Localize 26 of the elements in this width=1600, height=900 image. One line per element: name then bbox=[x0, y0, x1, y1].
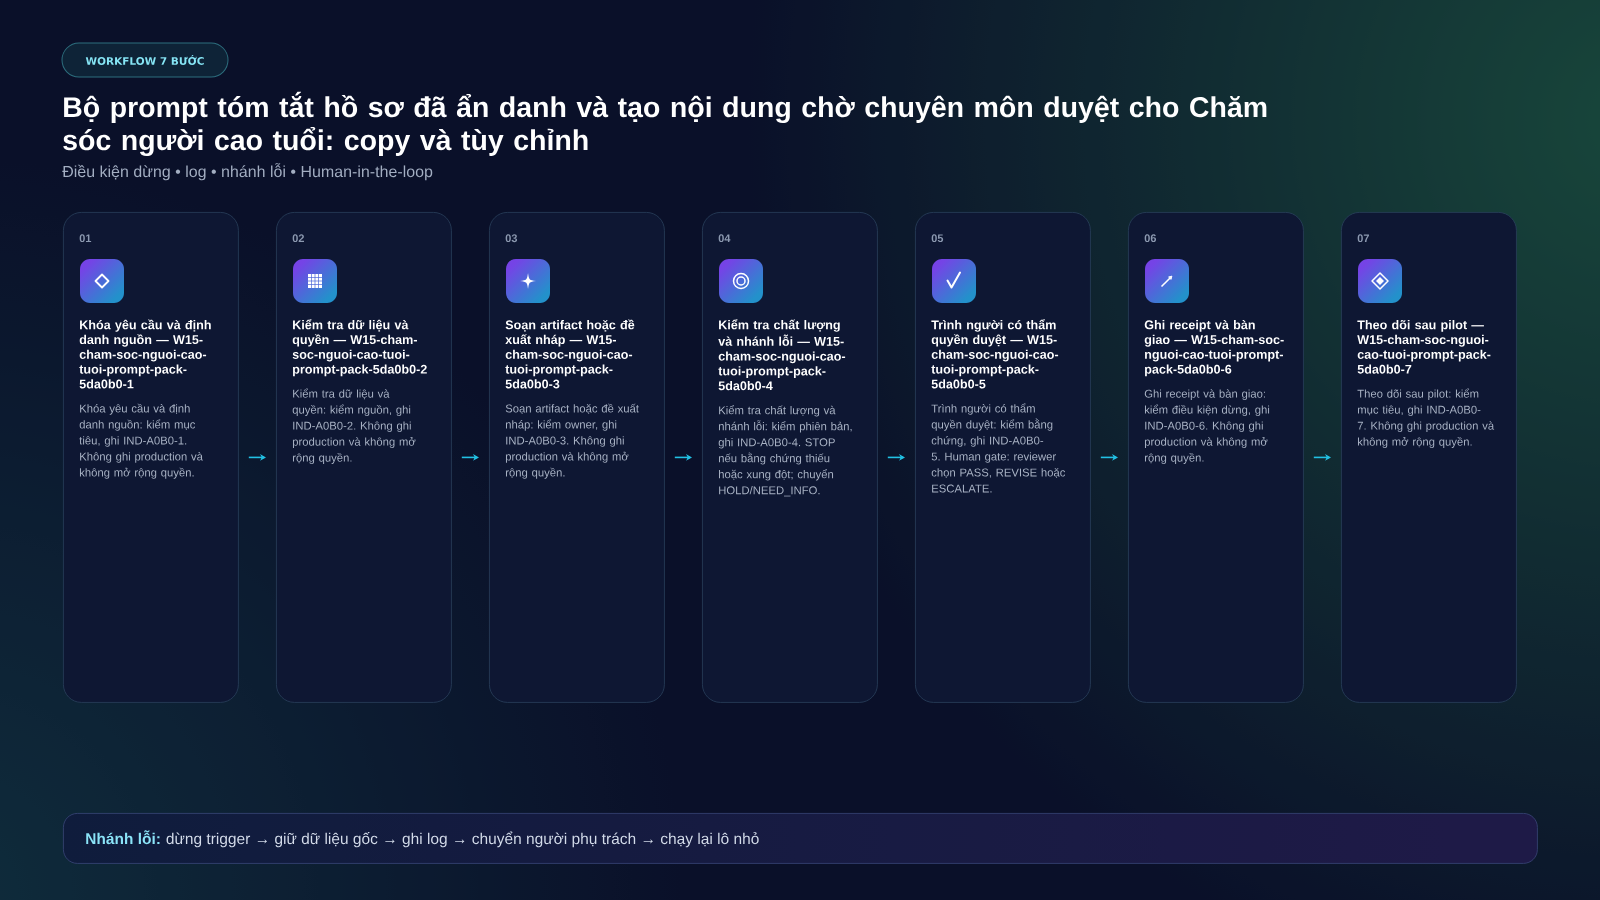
step-number: 04 bbox=[718, 234, 731, 243]
step-description: Kiểm tra chất lượng và nhánh lỗi: kiểm phiên bản, ghi IND-A0B0-4. STOP nếu bằng chứng thiếu hoặc xung đột; chuyển HOLD/NEED_INFO. bbox=[718, 405, 852, 497]
step-title: Khóa yêu cầu và định danh nguồn — W15-cham-soc-nguoi-cao-tuoi-prompt-pack-5da0b0-1 bbox=[79, 319, 211, 389]
step-title: Theo dõi sau pilot — W15-cham-soc-nguoi-cao-tuoi-prompt-pack-5da0b0-7 bbox=[1357, 320, 1491, 374]
step-description: Trình người có thẩm quyền duyệt: kiểm bằng chứng, ghi IND-A0B0-5. Human gate: reviewer chọn PASS, REVISE hoặc ESCALATE. bbox=[931, 403, 1066, 493]
step-title: Kiểm tra dữ liệu và quyền — W15-cham-soc-nguoi-cao-tuoi-prompt-pack-5da0b0-2 bbox=[292, 319, 427, 377]
step-title: Soạn artifact hoặc đề xuất nháp — W15-cham-soc-nguoi-cao-tuoi-prompt-pack-5da0b0-3 bbox=[505, 319, 635, 389]
step-number: 05 bbox=[931, 234, 944, 243]
step-description: Soạn artifact hoặc đề xuất nháp: kiểm owner, ghi IND-A0B0-3. Không ghi production và không mở rộng quyền. bbox=[505, 403, 639, 479]
step-number: 03 bbox=[505, 234, 518, 243]
note-text: dừng trigger → giữ dữ liệu gốc → ghi log → chuyển người phụ trách → chạy lại lô nhỏ bbox=[166, 831, 759, 848]
note-heading: Nhánh lỗi: bbox=[86, 830, 160, 845]
title: Bộ prompt tóm tắt hồ sơ đã ẩn danh và tạo nội dung chờ chuyên môn duyệt cho Chăm sóc người cao tuổi: copy và tùy chỉnh bbox=[63, 91, 1267, 157]
step-title: Ghi receipt và bàn giao — W15-cham-soc-nguoi-cao-tuoi-prompt-pack-5da0b0-6 bbox=[1144, 319, 1284, 377]
step-description: Khóa yêu cầu và định danh nguồn: kiểm mục tiêu, ghi IND-A0B0-1. Không ghi production và không mở rộng quyền. bbox=[79, 403, 203, 479]
badge: WORKFLOW 7 BƯỚC bbox=[61, 42, 229, 78]
step-description: Theo dõi sau pilot: kiểm mục tiêu, ghi IND-A0B0-7. Không ghi production và không mở rộng quyền. bbox=[1357, 388, 1495, 448]
step-number: 07 bbox=[1357, 234, 1369, 243]
step-number: 01 bbox=[79, 234, 92, 243]
step-description: Kiểm tra dữ liệu và quyền: kiểm nguồn, ghi IND-A0B0-2. Không ghi production và không mở rộng quyền. bbox=[292, 388, 416, 464]
step-title: Trình người có thẩm quyền duyệt — W15-cham-soc-nguoi-cao-tuoi-prompt-pack-5da0b0-5 bbox=[931, 319, 1059, 389]
step-number: 06 bbox=[1144, 234, 1157, 243]
step-description: Ghi receipt và bàn giao: kiểm điều kiện dừng, ghi IND-A0B0-6. Không ghi production và không mở rộng quyền. bbox=[1144, 389, 1270, 464]
step-title: Kiểm tra chất lượng và nhánh lỗi — W15-cham-soc-nguoi-cao-tuoi-prompt-pack-5da0b0-4 bbox=[718, 319, 846, 391]
subtitle: Điều kiện dừng • log • nhánh lỗi • Human-in-the-loop bbox=[62, 163, 433, 181]
step-number: 02 bbox=[292, 234, 304, 243]
